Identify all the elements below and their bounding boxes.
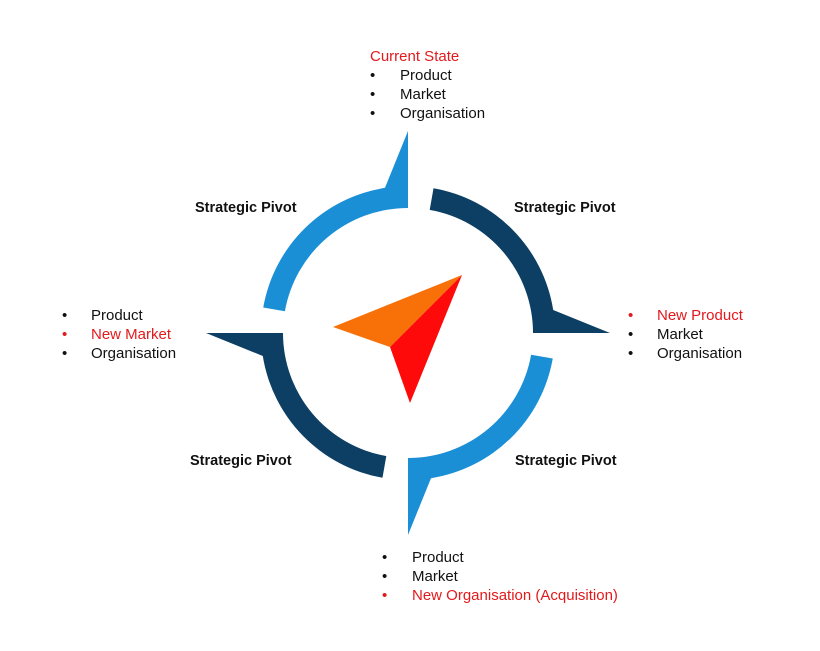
- bullet-item-label: Product: [400, 67, 452, 84]
- bullet-item-label: Organisation: [400, 105, 486, 122]
- bullet-icon: •: [62, 307, 68, 324]
- bullet-icon: •: [382, 549, 388, 566]
- bullet-icon: •: [382, 587, 388, 604]
- bullet-icon: •: [370, 105, 376, 122]
- bullet-item-label: Organisation: [91, 345, 177, 362]
- bullet-item-label: Market: [412, 568, 458, 585]
- pivot-label-top-right: Strategic Pivot: [514, 200, 616, 216]
- bullet-item-label: Product: [412, 549, 464, 566]
- bullet-icon: •: [370, 67, 376, 84]
- bullet-item: • Organisation: [370, 104, 485, 123]
- bullet-item-label: Market: [400, 86, 446, 103]
- bullet-item-label: New Market: [91, 326, 172, 343]
- compass-arc-top-right: [429, 188, 610, 333]
- pivot-label-bottom-left: Strategic Pivot: [190, 453, 292, 469]
- bullet-icon: •: [628, 326, 634, 343]
- bullet-item: • Product: [370, 66, 459, 85]
- bullet-item-label: Market: [657, 326, 703, 343]
- current-state-block: Current State • Product • Market • Organisati…: [370, 47, 485, 123]
- bullet-icon: •: [370, 86, 376, 103]
- compass-arc-bottom-right: [408, 354, 553, 535]
- bullet-icon: •: [628, 345, 634, 362]
- bullet-icon: •: [62, 326, 68, 343]
- pivot-label-top-left: Strategic Pivot: [195, 200, 297, 216]
- bullet-item-label: Product: [91, 307, 143, 324]
- compass-needle-red: [390, 275, 462, 403]
- compass-arc-top-left: [263, 131, 408, 312]
- compass-needle-orange: [333, 275, 462, 347]
- current-state-title: Current State: [370, 48, 460, 65]
- bullet-icon: •: [628, 307, 634, 324]
- bullet-icon: •: [382, 568, 388, 585]
- bullet-icon: •: [62, 345, 68, 362]
- bullet-item: • Market: [370, 85, 459, 104]
- pivot-label-bottom-right: Strategic Pivot: [515, 453, 617, 469]
- bullet-item-label: Organisation: [657, 345, 743, 362]
- bullet-item-label: New Organisation (Acquisition): [412, 587, 618, 604]
- bullet-item-label: New Product: [657, 307, 743, 324]
- compass-arc-bottom-left: [206, 333, 387, 478]
